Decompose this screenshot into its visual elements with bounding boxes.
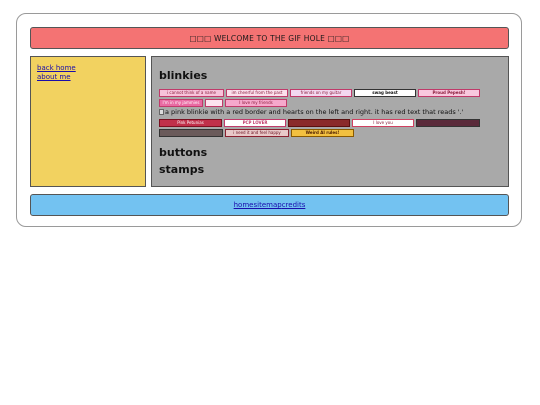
stamps-heading: stamps <box>159 163 205 176</box>
blinkie-gif[interactable] <box>159 128 223 137</box>
page-frame: □□□ WELCOME TO THE GIF HOLE □□□ back hom… <box>16 13 522 227</box>
blinkie-gif[interactable]: i need it and feel happy <box>225 128 289 137</box>
blinkie-gif[interactable]: Proud Pepesh! <box>418 88 480 97</box>
blinkie-gif[interactable]: Pink Petunias <box>159 118 222 127</box>
blinkie-row-1: i cannot think of a name im cheerful fro… <box>159 88 502 97</box>
broken-image: a pink blinkie with a red border and hea… <box>159 108 502 117</box>
sidebar: back home about me <box>30 56 146 187</box>
broken-image-icon <box>159 109 164 115</box>
blinkie-gif[interactable]: I'm in my jammies <box>159 98 203 107</box>
blinkies-heading: blinkies <box>159 69 208 82</box>
main-content: blinkies i cannot think of a name im che… <box>151 56 509 187</box>
buttons-heading: buttons <box>159 146 208 159</box>
blinkie-gif[interactable]: friends on my guitar <box>290 88 352 97</box>
about-me-link[interactable]: about me <box>37 72 71 81</box>
blinkie-gif[interactable]: PCP LOVER <box>224 118 286 127</box>
blinkie-row-3: Pink Petunias PCP LOVER I love you <box>159 118 502 127</box>
blinkie-gif[interactable]: i cannot think of a name <box>159 88 224 97</box>
home-link[interactable]: home <box>233 201 254 209</box>
blinkie-gif[interactable]: swag beast <box>354 88 416 97</box>
blinkie-row-2: I'm in my jammies I love my friends <box>159 98 502 107</box>
blinkie-row-4: i need it and feel happy Weird AI rules! <box>159 128 502 137</box>
blinkie-gif[interactable]: I love you <box>352 118 414 127</box>
back-home-link[interactable]: back home <box>37 64 76 72</box>
blinkie-gif[interactable] <box>288 118 350 127</box>
sitemap-link[interactable]: sitemap <box>253 201 282 209</box>
blinkie-gif[interactable] <box>205 98 223 107</box>
blinkie-gif[interactable]: im cheerful from the past <box>226 88 288 97</box>
blinkie-gif[interactable]: I love my friends <box>225 98 287 107</box>
credits-link[interactable]: credits <box>281 201 306 209</box>
site-title: □□□ WELCOME TO THE GIF HOLE □□□ <box>189 33 350 43</box>
broken-image-alt: a pink blinkie with a red border and hea… <box>165 108 464 116</box>
blinkie-gif[interactable] <box>416 118 480 127</box>
blinkie-gif[interactable]: Weird AI rules! <box>291 128 354 137</box>
site-header: □□□ WELCOME TO THE GIF HOLE □□□ <box>30 27 509 49</box>
